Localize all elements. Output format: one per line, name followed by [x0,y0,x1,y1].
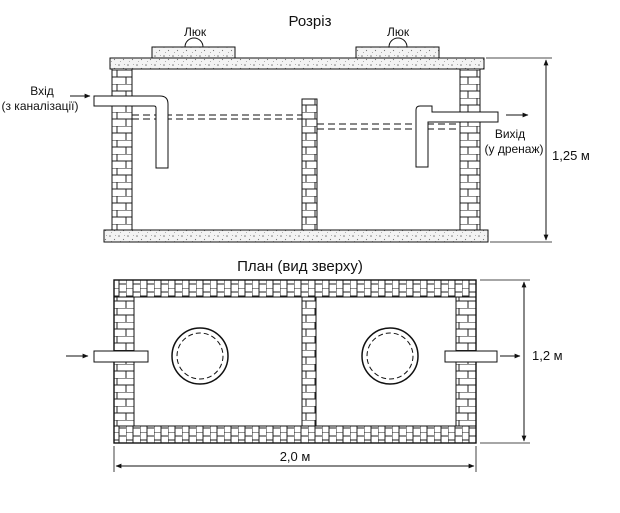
plan-top-wall [113,279,477,298]
plan-title: План (вид зверху) [237,258,363,275]
section-title: Розріз [289,13,332,30]
width-dimension-text: 1,2 м [532,348,563,363]
plan-outline [113,279,477,444]
plan-inlet-pipe [93,350,149,363]
left-wall [111,68,133,231]
inlet-label-line2: (з каналізації) [1,99,78,113]
hatch-right-label: Люк [387,25,410,39]
partition-wall [301,98,318,231]
outlet-label-line1: Вихід [495,127,525,141]
plan-bottom-wall [113,425,477,444]
manhole-left-inner [176,332,224,380]
plan-outlet-pipe [444,350,498,363]
manhole-right-inner [366,332,414,380]
outlet-pipe [415,105,499,168]
right-wall [459,68,481,231]
hatch-left-label: Люк [184,25,207,39]
section-view: Розріз Люк Люк Вхід (з каналізації) Вихі… [1,13,590,243]
hatch-right-handle [388,37,408,48]
bottom-slab [103,229,489,243]
hatch-right [355,46,440,60]
manhole-right-outer [361,327,419,385]
top-slab [109,57,485,70]
plan-partition-wall [301,296,317,427]
manhole-left-outer [171,327,229,385]
height-dimension-text: 1,25 м [552,148,590,163]
inlet-pipe [93,95,169,169]
hatch-left [151,46,236,60]
outlet-label-line2: (у дренаж) [484,142,543,156]
inlet-label-line1: Вхід [30,84,54,98]
hatch-left-handle [184,37,204,48]
length-dimension-text: 2,0 м [280,449,311,464]
plan-view: План (вид зверху) 1,2 м 2,0 м [66,258,563,472]
